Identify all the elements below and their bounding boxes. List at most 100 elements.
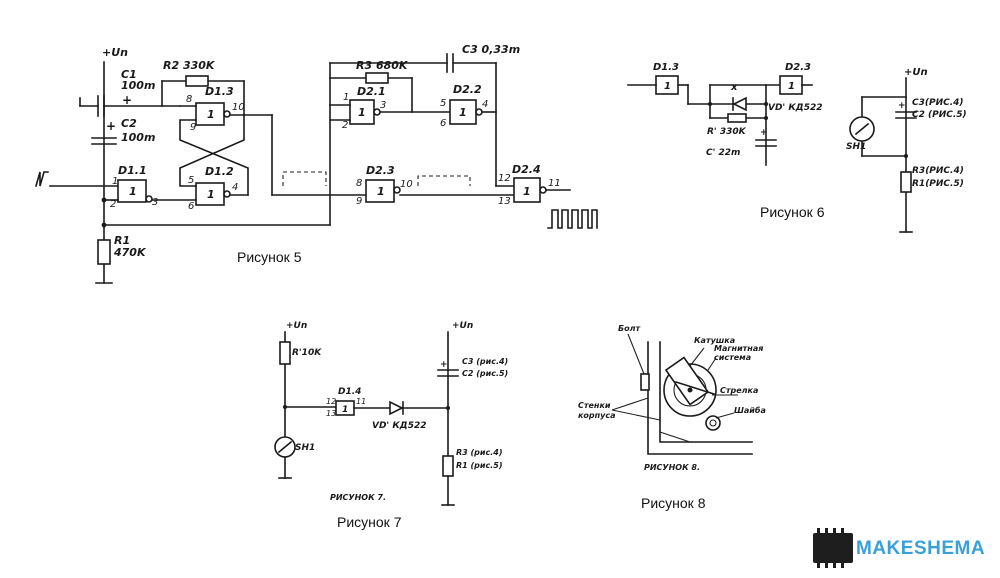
d14-label-fig7: D1.4 xyxy=(338,387,361,397)
c-plus-fig6: + xyxy=(760,128,768,138)
r2-label: R2 330K xyxy=(163,59,216,72)
pin-label: 11 xyxy=(356,397,366,406)
pin-label: 8 xyxy=(186,94,192,105)
pin-label: 2 xyxy=(110,199,116,210)
r2-resistor xyxy=(185,75,209,87)
c1-label: C1 xyxy=(121,68,137,81)
bolt-label: Болт xyxy=(618,324,641,333)
d23-label: D2.3 xyxy=(366,164,395,177)
un-right-fig7: +Un xyxy=(452,321,473,331)
gate-symbol: 1 xyxy=(523,185,531,198)
logo-text: MAKESHEMA xyxy=(856,538,985,559)
c2-label: C2 xyxy=(121,117,137,130)
un-left-fig7: +Un xyxy=(286,321,307,331)
gate-symbol: 1 xyxy=(664,81,671,92)
c2-value: 100m xyxy=(121,131,155,144)
r3-label-fig7: R3 (рис.4) xyxy=(456,448,503,457)
figure-7: +Un R'10K SH1 D1.4 1 12 13 11 VD' КД522 … xyxy=(274,321,508,530)
sh1-label-fig7: SH1 xyxy=(295,443,315,453)
un-label-fig6: +Un xyxy=(904,67,928,78)
walls-label-2: корпуса xyxy=(578,411,616,420)
washer-part xyxy=(705,415,721,431)
sh1-label-fig6: SH1 xyxy=(846,142,866,152)
c3-label-fig7: C3 (рис.4) xyxy=(462,357,508,366)
r-label-fig6: R' 330K xyxy=(707,127,747,137)
gate-d2-2 xyxy=(449,99,477,125)
pin-label: 2 xyxy=(342,120,348,131)
r3-resistor-fig6 xyxy=(900,171,912,193)
coil-part xyxy=(664,356,710,406)
fig8-subcaption: РИСУНОК 8. xyxy=(644,463,700,472)
pin-label: 10 xyxy=(400,179,413,190)
gate-d1-1 xyxy=(117,179,147,203)
vd-label-fig6: VD' КД522 xyxy=(768,103,822,113)
d22-label: D2.2 xyxy=(453,83,482,96)
figure-8: Болт Катушка Магнитная система Стрелка Ш… xyxy=(578,324,766,511)
vd-label-fig7: VD' КД522 xyxy=(372,421,426,431)
d12-label: D1.2 xyxy=(205,165,234,178)
pin-label: 12 xyxy=(326,397,336,406)
r-resistor-fig6 xyxy=(727,113,747,123)
gate-d2-1 xyxy=(349,99,375,125)
c1-value: 100m xyxy=(121,79,155,92)
gate-symbol: 1 xyxy=(207,188,215,201)
makeshema-logo: MAKESHEMA xyxy=(813,528,985,568)
pin-label: 3 xyxy=(380,100,386,111)
magnet-label-1: Магнитная xyxy=(714,344,763,353)
gate-symbol: 1 xyxy=(377,185,385,198)
c2-label-fig6: C2 (РИС.5) xyxy=(912,110,967,120)
pin-label: 9 xyxy=(356,196,362,207)
cross-mark: x xyxy=(730,82,738,93)
fig7-subcaption: РИСУНОК 7. xyxy=(330,493,386,502)
r-resistor-fig7 xyxy=(279,341,291,365)
walls-label-1: Стенки xyxy=(578,401,611,410)
gate-d2-4 xyxy=(513,177,541,203)
pin-label: 6 xyxy=(440,118,446,129)
r1-label: R1 xyxy=(114,234,130,247)
pin-label: 1 xyxy=(343,92,349,103)
pin-label: 3 xyxy=(152,197,158,208)
gate-symbol: 1 xyxy=(207,108,215,121)
fig8-caption: Рисунок 8 xyxy=(641,495,706,511)
d13-label-fig6: D1.3 xyxy=(653,62,679,73)
gate-symbol: 1 xyxy=(788,81,795,92)
pin-label: 10 xyxy=(232,102,245,113)
r1-value: 470K xyxy=(113,246,147,259)
d23-label-fig6: D2.3 xyxy=(785,62,811,73)
r3-label: R3 680K xyxy=(356,59,409,72)
pin-label: 13 xyxy=(326,409,336,418)
figure-6: D1.3 1 D2.3 1 x VD' КД522 R' 330K + C' 2… xyxy=(627,62,967,233)
output-pulse-train xyxy=(547,209,598,229)
c-plus-fig7: + xyxy=(440,360,448,370)
pin-label: 5 xyxy=(440,98,446,109)
magnet-label-2: система xyxy=(714,353,751,362)
r1-label-fig7: R1 (рис.5) xyxy=(456,461,503,470)
pin-label: 1 xyxy=(112,176,118,187)
coil-label: Катушка xyxy=(694,336,735,345)
pin-label: 11 xyxy=(548,178,561,189)
pin-label: 6 xyxy=(188,201,194,212)
pin-label: 4 xyxy=(232,182,238,193)
arrow-label: Стрелка xyxy=(720,386,758,395)
r1-resistor xyxy=(97,239,111,265)
c-plus-right-fig6: + xyxy=(898,101,906,111)
bolt-part xyxy=(640,373,650,391)
pin-label: 12 xyxy=(498,173,511,184)
r3-resistor xyxy=(365,72,389,84)
c2-plus: + xyxy=(106,119,116,133)
c3-label: C3 0,33m xyxy=(462,43,520,56)
gate-symbol: 1 xyxy=(129,185,137,198)
fig5-un-label: +Un xyxy=(102,46,128,59)
r3-label-fig6: R3(РИС.4) xyxy=(912,166,964,176)
c-label-fig6: C' 22m xyxy=(706,148,740,158)
pin-label: 9 xyxy=(190,122,196,133)
d13-label: D1.3 xyxy=(205,85,234,98)
chip-icon xyxy=(813,533,853,563)
fig6-caption: Рисунок 6 xyxy=(760,204,825,220)
r1-label-fig6: R1(РИС.5) xyxy=(912,179,964,189)
r3-resistor-fig7 xyxy=(442,455,454,477)
washer-label: Шайба xyxy=(734,405,766,415)
gate-symbol: 1 xyxy=(342,405,348,415)
r-label-fig7: R'10K xyxy=(292,348,322,358)
